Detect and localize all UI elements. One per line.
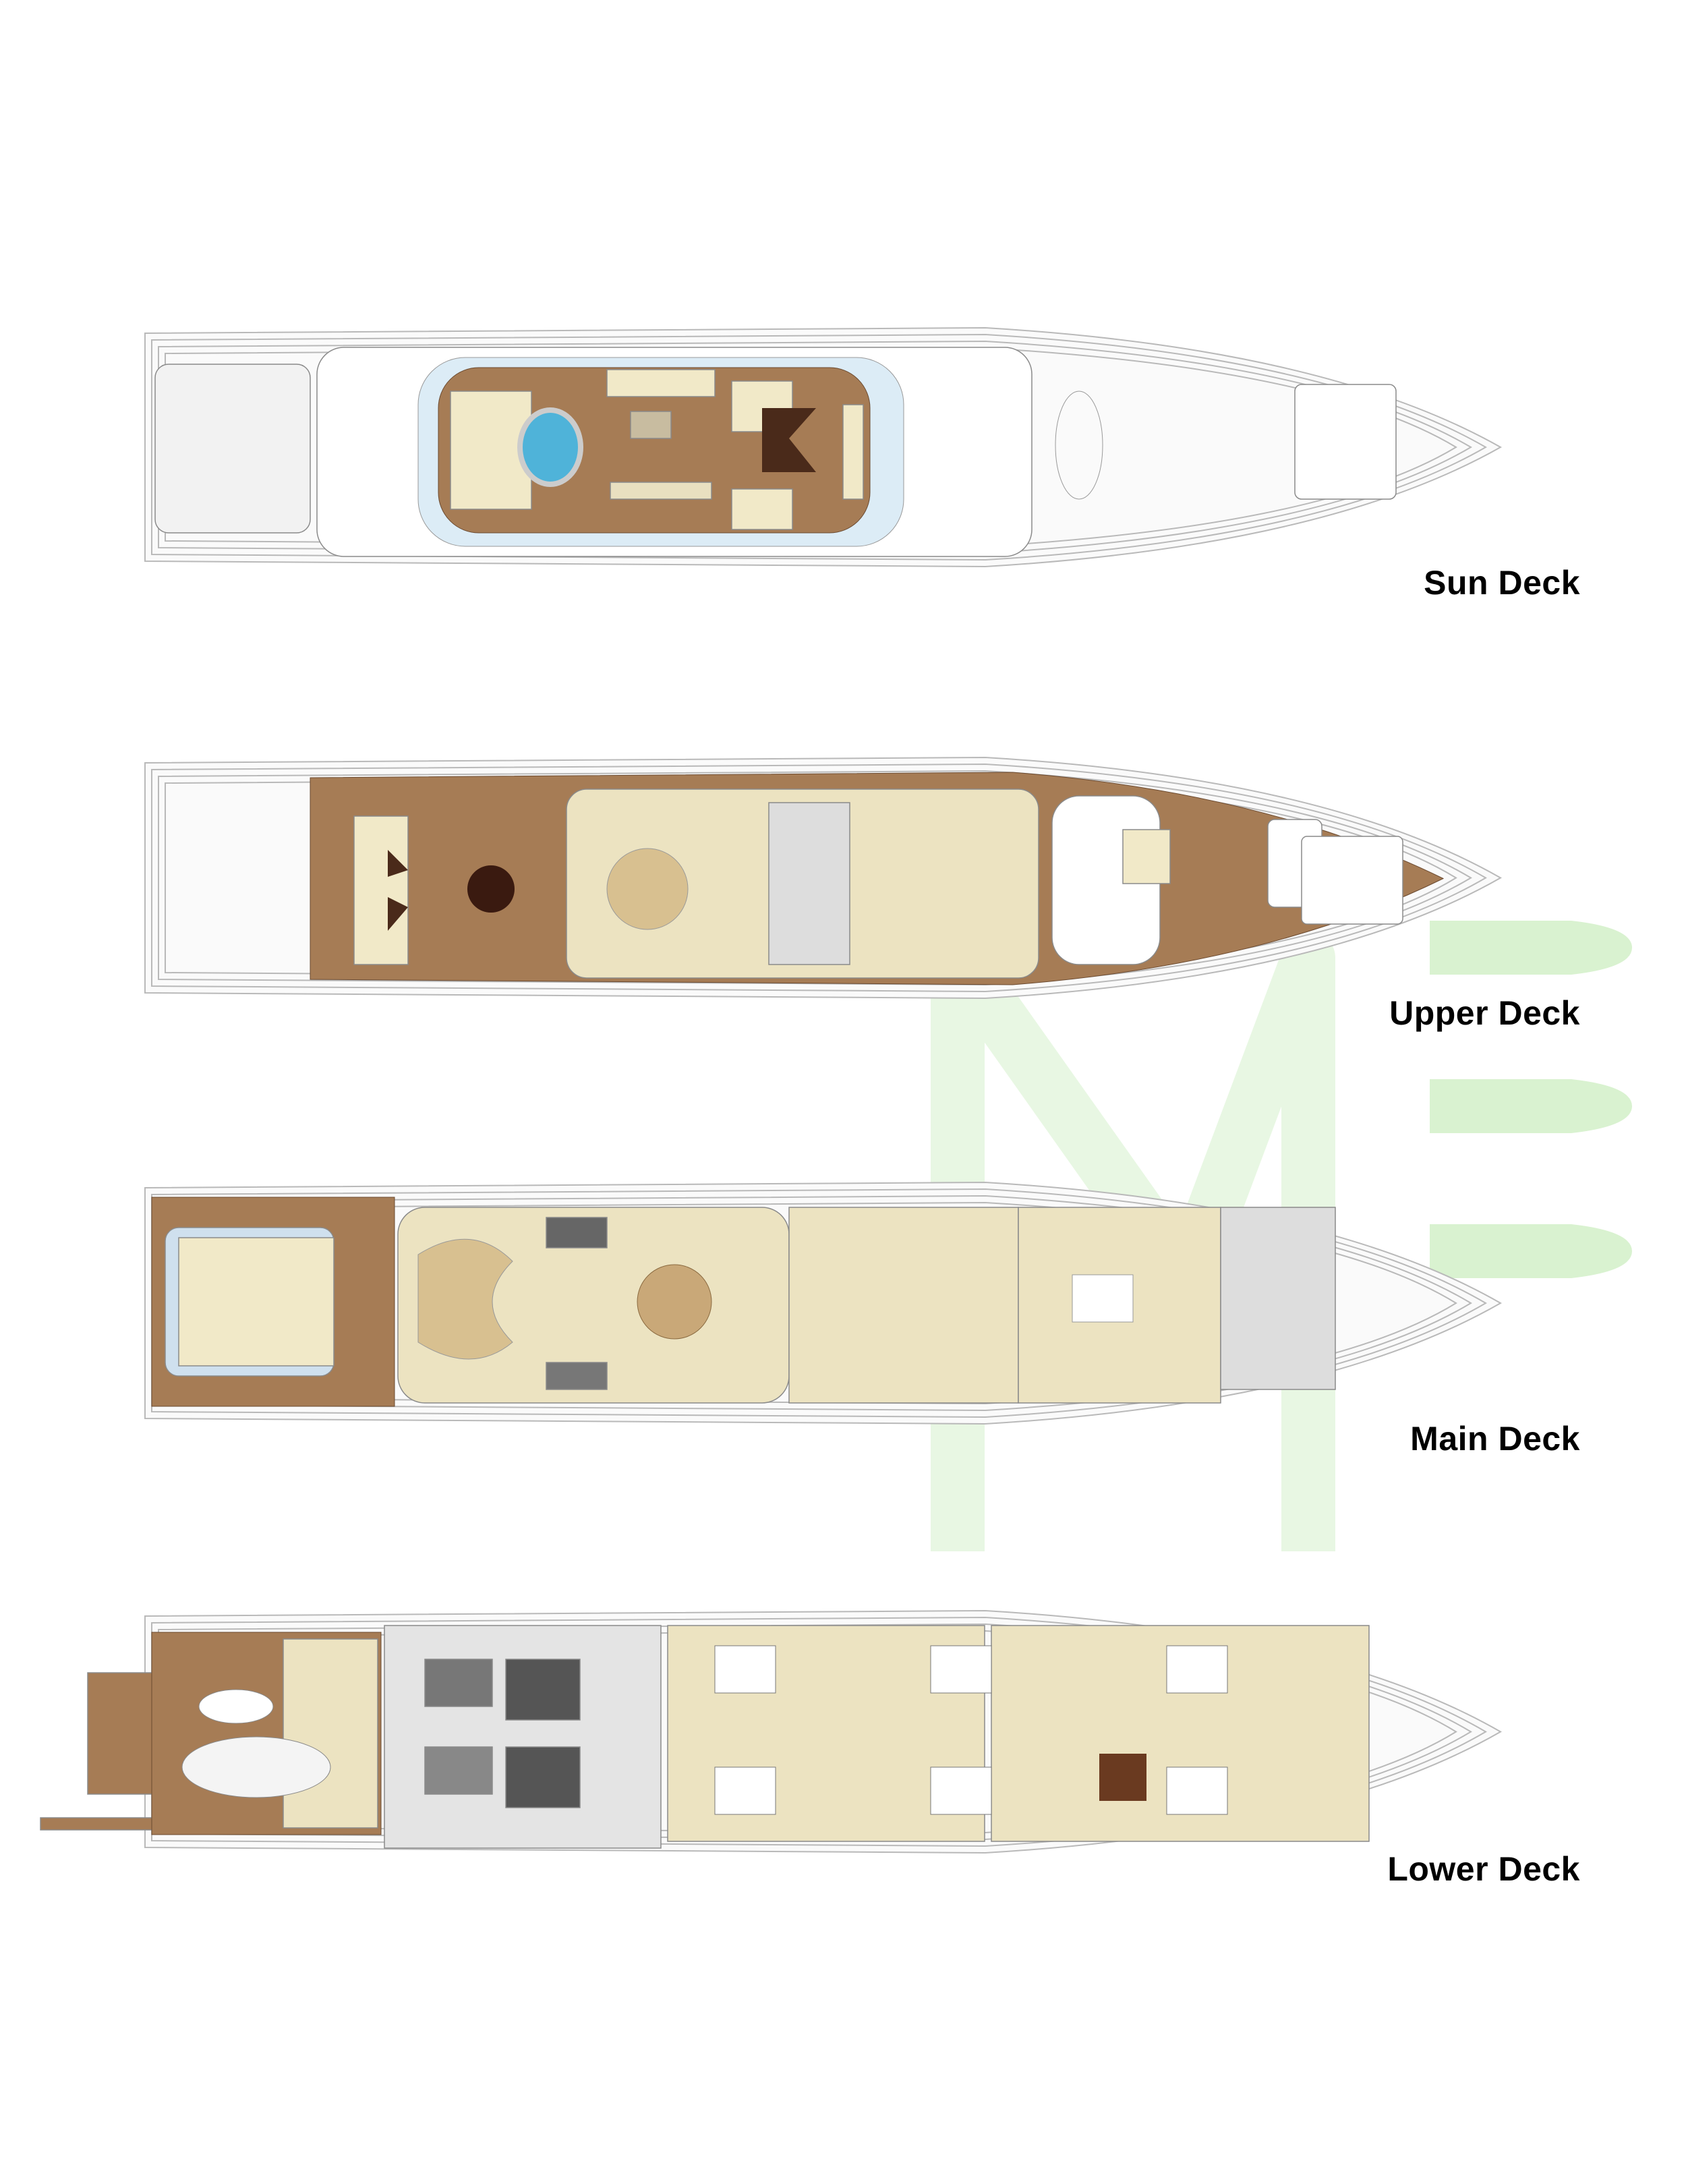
hull-outline (151, 763, 1487, 993)
watermark-e-bar (1430, 1079, 1632, 1133)
hull-outline (158, 770, 1472, 986)
main-deck-label: Main Deck (1410, 1420, 1580, 1458)
engine (505, 1746, 581, 1808)
lounge-seating (842, 404, 864, 500)
main-deck-plan (144, 1181, 1503, 1425)
tender-large (181, 1736, 331, 1798)
sunbed-pad (388, 850, 408, 931)
round-sofa (606, 848, 689, 930)
lower-deck-plan (40, 1609, 1503, 1854)
hull-outline (158, 340, 1472, 554)
bar-unit (546, 1217, 608, 1248)
furniture (353, 815, 409, 965)
master-bed (1072, 1274, 1134, 1323)
curved-sofa (417, 1238, 513, 1360)
cabin-bed (714, 1645, 776, 1694)
upper-deck-plan (144, 756, 1503, 1000)
engine (424, 1746, 493, 1795)
hull-outline (165, 347, 1457, 548)
watermark-e-bar (1430, 921, 1632, 975)
watermark-e-bar (1430, 1224, 1632, 1278)
cabin-bed (1166, 1766, 1228, 1815)
engine (505, 1659, 581, 1721)
cabin-bed (930, 1645, 992, 1694)
sun-deck-label: Sun Deck (1424, 564, 1580, 602)
lounge-seating (610, 482, 712, 500)
cabin-bed (930, 1766, 992, 1815)
lounge-seating (630, 411, 672, 439)
deck-structure (154, 364, 311, 534)
sunbed-pad (762, 408, 816, 472)
swim-platform (87, 1672, 156, 1795)
sun-deck-plan (144, 326, 1503, 568)
jacuzzi (517, 407, 583, 487)
interior-room (788, 1207, 1019, 1404)
interior-room (178, 1237, 335, 1367)
furniture (1122, 829, 1171, 884)
lounge-seating (606, 369, 716, 397)
furniture (768, 802, 850, 965)
tender-small (198, 1689, 274, 1724)
upper-deck-label: Upper Deck (1389, 994, 1580, 1032)
lounge-seating (731, 488, 793, 530)
round-dining-table (637, 1264, 712, 1340)
cabin-bed (714, 1766, 776, 1815)
crew-mess-table (1099, 1754, 1146, 1801)
crew-area (283, 1638, 378, 1829)
dining-table (467, 865, 515, 913)
cabin-bed (1166, 1645, 1228, 1694)
interior-room (1220, 1207, 1336, 1390)
tender-outline (1055, 391, 1103, 500)
lower-deck-label: Lower Deck (1387, 1850, 1580, 1888)
foredeck-hatch (1294, 384, 1397, 500)
bar-unit (546, 1362, 608, 1390)
engine (424, 1659, 493, 1707)
hull-outline (151, 333, 1488, 561)
furniture (1301, 836, 1403, 925)
